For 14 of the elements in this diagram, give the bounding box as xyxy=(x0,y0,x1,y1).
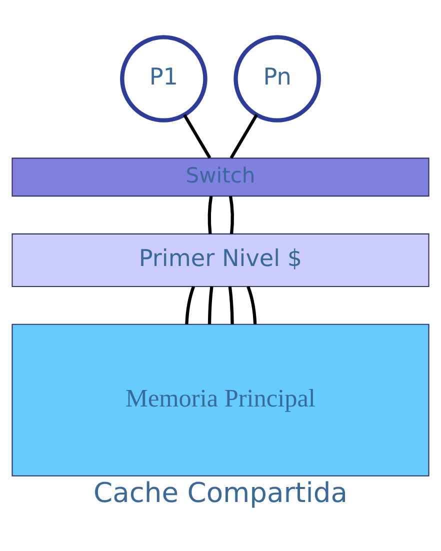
connector xyxy=(230,114,258,158)
connector xyxy=(208,286,214,324)
connector xyxy=(246,286,257,324)
node-box: Switch xyxy=(12,157,430,196)
connector xyxy=(228,286,234,324)
node-box: Memoria Principal xyxy=(12,323,430,476)
caption: Cache Compartida xyxy=(94,477,348,508)
node-circle: Pn xyxy=(234,34,321,122)
connector xyxy=(185,286,196,324)
connector xyxy=(183,114,212,158)
node-box: Primer Nivel $ xyxy=(12,232,430,287)
node-circle: P1 xyxy=(120,34,208,122)
connector xyxy=(208,195,213,234)
connector xyxy=(228,195,234,234)
